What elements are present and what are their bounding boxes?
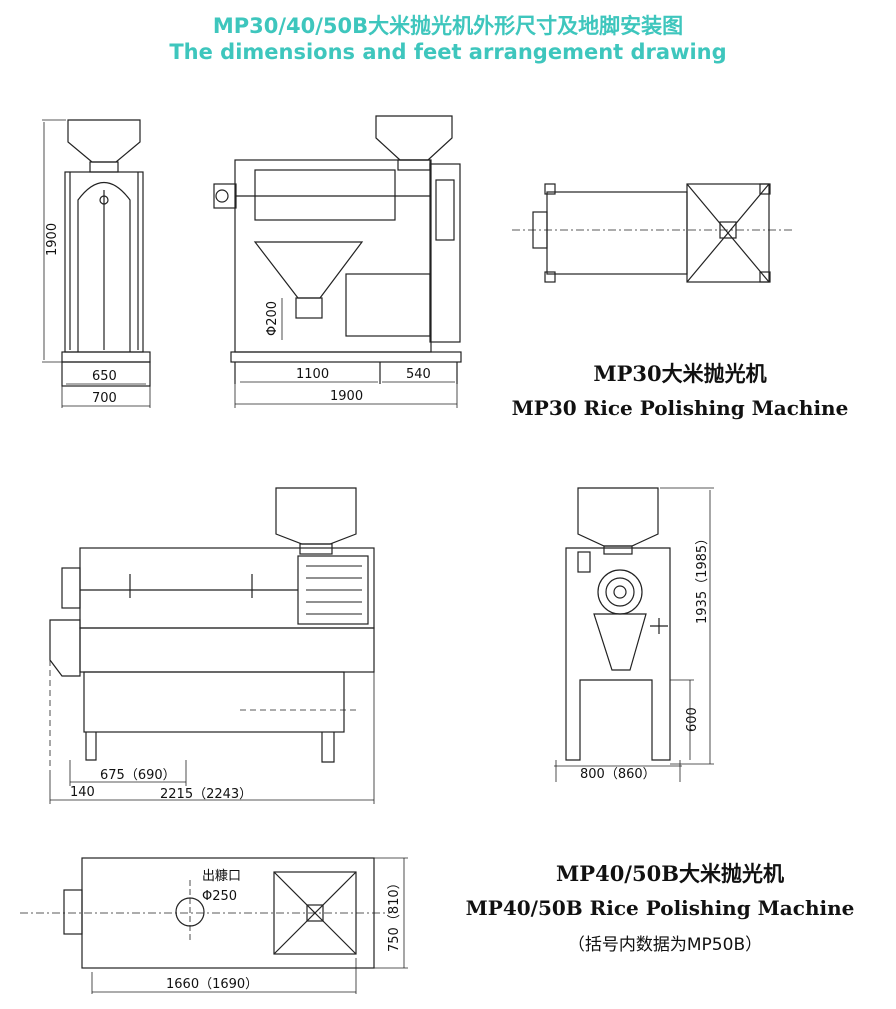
mp30-dim-side-motor: 540 — [406, 367, 431, 382]
mp30-dim-side-total: 1900 — [330, 389, 363, 404]
mp30-dim-outlet: Φ200 — [265, 301, 280, 336]
mp4050-dim-height-total: 1935（1985） — [695, 532, 710, 624]
mp4050-dim-offset: 140 — [70, 785, 95, 800]
mp4050-outlet-dia: Φ250 — [202, 889, 237, 904]
page-title-en: The dimensions and feet arrangement draw… — [169, 40, 727, 64]
mp30-dim-base-outer: 700 — [92, 391, 117, 406]
mp30-dim-height: 1900 — [45, 223, 60, 256]
mp4050-dim-feet-span: 675（690） — [100, 768, 176, 783]
mp4050-dim-plan-length: 1660（1690） — [166, 977, 258, 992]
mp4050-dim-height-low: 600 — [685, 707, 700, 732]
mp30-dim-side-len: 1100 — [296, 367, 329, 382]
mp30-caption-cn: MP30大米抛光机 — [593, 361, 767, 386]
mp4050-side-view — [49, 487, 375, 804]
mp30-caption-en: MP30 Rice Polishing Machine — [511, 396, 849, 420]
mp4050-dim-plan-width: 750（810） — [387, 876, 402, 952]
mp4050-top-view — [20, 857, 408, 994]
mp30-top-view — [512, 183, 795, 283]
mp4050-front-view — [554, 487, 714, 782]
mp4050-caption-cn: MP40/50B大米抛光机 — [556, 861, 784, 886]
mp4050-dim-length-total: 2215（2243） — [160, 787, 252, 802]
mp30-front-view — [42, 119, 151, 408]
page-title-cn: MP30/40/50B大米抛光机外形尺寸及地脚安装图 — [212, 14, 684, 38]
mp4050-caption-note: （括号内数据为MP50B） — [567, 935, 763, 955]
mp4050-outlet-label: 出糠口 — [202, 868, 241, 884]
mp30-dim-base-inner: 650 — [92, 369, 117, 384]
mp4050-caption-en: MP40/50B Rice Polishing Machine — [465, 896, 855, 920]
mp4050-dim-width-front: 800（860） — [580, 767, 656, 782]
mp30-side-view — [213, 115, 462, 408]
